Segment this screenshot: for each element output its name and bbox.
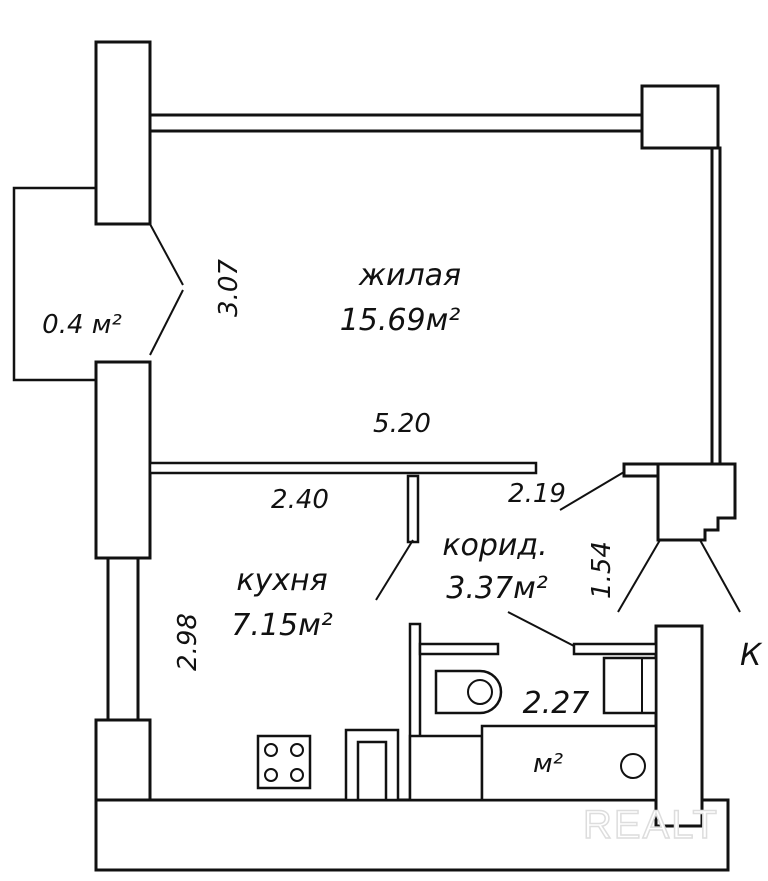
living-depth: 3.07 xyxy=(214,259,244,317)
kitchen-depth: 2.98 xyxy=(173,613,203,671)
corridor-depth: 1.54 xyxy=(587,541,617,599)
stove-icon xyxy=(256,734,312,790)
corridor-name: корид. xyxy=(442,528,547,563)
toilet-icon xyxy=(434,669,503,715)
corridor-width: 2.19 xyxy=(508,479,566,509)
kitchen-area: 7.15м² xyxy=(231,608,332,643)
balcony-area: 0.4 м² xyxy=(42,310,122,340)
edge-label: К xyxy=(740,638,763,673)
washbasin-icon xyxy=(602,656,658,715)
living-room-name: жилая xyxy=(358,258,461,293)
walls xyxy=(12,40,737,872)
watermark: REALT xyxy=(583,803,719,847)
bathtub-drain-icon xyxy=(620,753,646,779)
living-room-area: 15.69м² xyxy=(340,303,461,338)
kitchen-width: 2.40 xyxy=(271,485,329,515)
door-swings xyxy=(149,223,741,647)
sink-icon xyxy=(344,728,400,802)
bathroom-area: м² xyxy=(533,749,563,779)
living-width: 5.20 xyxy=(373,409,431,439)
kitchen-name: кухня xyxy=(236,563,327,598)
corridor-area: 3.37м² xyxy=(446,571,547,606)
bath-width: 2.27 xyxy=(523,686,590,721)
